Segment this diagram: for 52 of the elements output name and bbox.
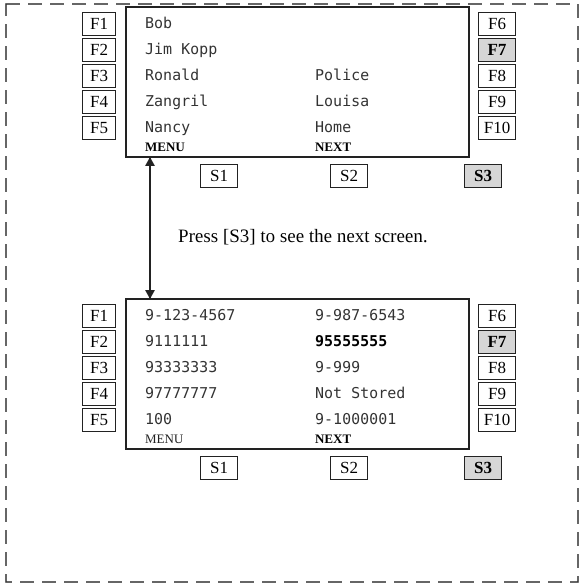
- display-entry: Nancy: [145, 118, 190, 136]
- double-arrow: [145, 157, 155, 299]
- display-entry: Police: [315, 66, 370, 84]
- function-key: F2: [82, 38, 116, 62]
- function-key: F6: [478, 304, 516, 328]
- function-key: F3: [82, 356, 116, 380]
- soft-key-label: NEXT: [315, 431, 352, 447]
- soft-key: S2: [330, 164, 368, 188]
- display-entry: 9111111: [145, 332, 208, 350]
- display-entry: Jim Kopp: [145, 40, 218, 58]
- display-entry: 9-123-4567: [145, 306, 236, 324]
- display-entry: 93333333: [145, 358, 218, 376]
- function-key: F2: [82, 330, 116, 354]
- display-entry: 9-999: [315, 358, 360, 376]
- soft-key-label: MENU: [145, 431, 184, 447]
- function-key: F7: [478, 330, 516, 354]
- soft-key-label: MENU: [145, 139, 185, 155]
- display-entry: 95555555: [315, 332, 388, 350]
- function-key: F6: [478, 12, 516, 36]
- function-key: F10: [478, 408, 516, 432]
- display-entry: Zangril: [145, 92, 208, 110]
- function-key: F9: [478, 382, 516, 406]
- instruction-note: Press [S3] to see the next screen.: [178, 226, 428, 248]
- function-key: F9: [478, 90, 516, 114]
- display-entry: Bob: [145, 14, 172, 32]
- display-entry: Ronald: [145, 66, 200, 84]
- display-entry: 9-987-6543: [315, 306, 406, 324]
- function-key: F1: [82, 12, 116, 36]
- function-key: F5: [82, 116, 116, 140]
- function-key: F8: [478, 64, 516, 88]
- display-entry: 9-1000001: [315, 410, 396, 428]
- display-entry: Louisa: [315, 92, 370, 110]
- display-entry: Home: [315, 118, 352, 136]
- soft-key: S1: [200, 164, 238, 188]
- display-entry: 97777777: [145, 384, 218, 402]
- soft-key: S3: [464, 456, 502, 480]
- function-key: F1: [82, 304, 116, 328]
- function-key: F4: [82, 90, 116, 114]
- display-entry: Not Stored: [315, 384, 406, 402]
- function-key: F3: [82, 64, 116, 88]
- soft-key: S2: [330, 456, 368, 480]
- function-key: F8: [478, 356, 516, 380]
- function-key: F4: [82, 382, 116, 406]
- display-screen: [125, 6, 470, 158]
- display-entry: 100: [145, 410, 172, 428]
- display-screen: [125, 298, 470, 450]
- function-key: F5: [82, 408, 116, 432]
- function-key: F7: [478, 38, 516, 62]
- soft-key-label: NEXT: [315, 139, 352, 155]
- soft-key: S3: [464, 164, 502, 188]
- function-key: F10: [478, 116, 516, 140]
- soft-key: S1: [200, 456, 238, 480]
